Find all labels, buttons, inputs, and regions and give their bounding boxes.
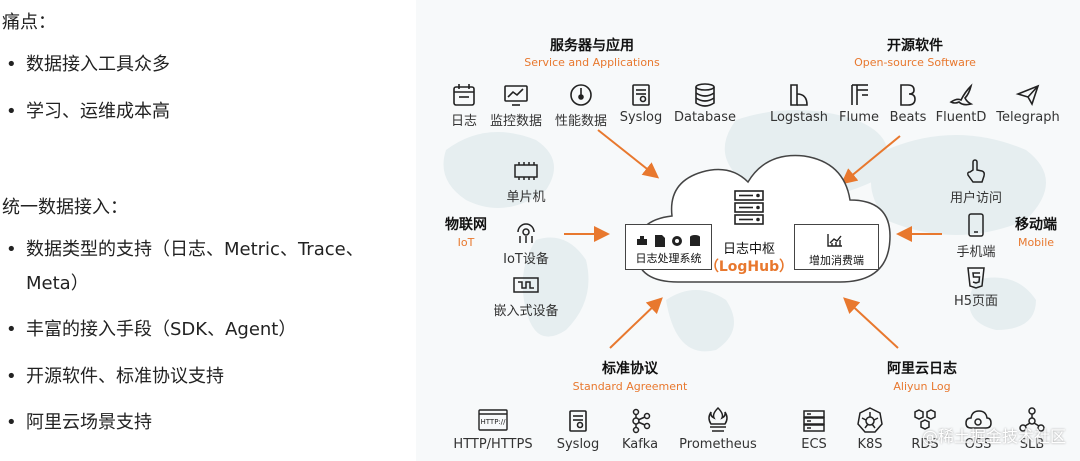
aliyun-item-label: K8S — [857, 437, 883, 452]
arrow-server — [597, 129, 660, 179]
flow-arrows — [564, 129, 942, 349]
opensource-group-subtitle: Open-source Software — [854, 56, 976, 69]
standard-item-label: Kafka — [621, 437, 659, 452]
embedded-icon — [511, 274, 541, 296]
opensource-item-label: FluentD — [935, 110, 987, 125]
phone-icon — [966, 212, 986, 238]
beats-icon — [895, 82, 921, 108]
pain-title: 痛点： — [2, 12, 56, 33]
oss-icon — [964, 406, 992, 434]
html5-icon — [966, 266, 986, 290]
flume-icon — [846, 82, 872, 108]
monitor-icon — [503, 82, 529, 108]
prometheus-icon — [705, 406, 731, 434]
server-item-label: 监控数据 — [489, 114, 543, 129]
aliyun-item-label: RDS — [911, 437, 939, 452]
opensource-item-label: Beats — [889, 110, 927, 125]
gauge-icon — [568, 82, 594, 108]
mobile-item-label: 用户访问 — [949, 191, 1003, 206]
kafka-icon — [627, 408, 653, 434]
mobile-group-subtitle: Mobile — [1017, 236, 1055, 249]
arrow-standard — [609, 297, 663, 349]
center-product: （LogHub） — [704, 259, 794, 275]
standard-item-label: Syslog — [556, 437, 600, 452]
mobile-group-title: 移动端 — [1015, 217, 1057, 233]
arrow-opensource — [840, 135, 901, 185]
click-icon — [964, 158, 988, 184]
center-name: 日志中枢 — [722, 242, 776, 257]
slb-icon — [1018, 406, 1046, 434]
mobile-item-label: H5页面 — [953, 294, 999, 309]
chart-icon — [826, 232, 844, 252]
server-item-label: 性能数据 — [554, 114, 608, 129]
aliyun-group-title: 阿里云日志 — [887, 361, 957, 377]
left-panel: 痛点： •数据接入工具众多 •学习、运维成本高 统一数据接入： •数据类型的支持… — [0, 0, 415, 461]
watermark: @稀土掘金技术社区 — [921, 427, 1066, 446]
process-icons — [635, 233, 703, 252]
standard-item-label: HTTP/HTTPS — [453, 437, 533, 452]
chip-icon — [511, 160, 541, 182]
process-box-label: 日志处理系统 — [635, 252, 702, 265]
server-item-label: Syslog — [619, 110, 663, 125]
aliyun-item-label: SLB — [1019, 437, 1045, 452]
server-item-label: 日志 — [450, 114, 478, 129]
iot-group-subtitle: IoT — [457, 236, 475, 249]
iot-group-title: 物联网 — [445, 217, 487, 233]
mobile-item-label: 手机端 — [956, 245, 996, 260]
syslog-icon — [628, 82, 654, 108]
svg-text:HTTP://: HTTP:// — [481, 418, 507, 426]
http-icon: HTTP:// — [477, 408, 509, 432]
ecs-icon — [801, 408, 827, 434]
arrow-aliyun — [843, 297, 899, 349]
iot-item-label: IoT设备 — [503, 252, 549, 267]
standard-group-title: 标准协议 — [602, 361, 658, 377]
rds-icon — [911, 406, 939, 434]
opensource-item-label: Flume — [839, 110, 879, 125]
logstash-icon — [786, 82, 812, 108]
iot-item-label: 嵌入式设备 — [493, 304, 559, 319]
iot-device-icon — [512, 218, 540, 246]
opensource-item-label: Telegraph — [996, 110, 1060, 125]
syslog-icon — [565, 408, 591, 434]
fluentd-icon — [948, 82, 974, 108]
aliyun-group-subtitle: Aliyun Log — [893, 380, 951, 393]
opensource-group-title: 开源软件 — [887, 38, 943, 54]
aliyun-item-label: ECS — [801, 437, 827, 452]
aliyun-item-label: OSS — [964, 437, 992, 452]
server-item-label: Database — [673, 110, 737, 125]
standard-item-label: Prometheus — [679, 437, 757, 452]
consumer-box: 增加消费端 — [794, 224, 879, 270]
server-group-title: 服务器与应用 — [550, 38, 634, 54]
iot-item-label: 单片机 — [506, 190, 546, 205]
consumer-box-label: 增加消费端 — [809, 254, 864, 267]
database-icon — [692, 82, 718, 108]
telegraph-icon — [1015, 82, 1041, 108]
calendar-icon — [451, 82, 477, 108]
opensource-item-label: Logstash — [769, 110, 829, 125]
server-rack-icon — [729, 188, 769, 228]
process-system-box: 日志处理系统 — [625, 224, 712, 270]
standard-group-subtitle: Standard Agreement — [572, 380, 688, 393]
k8s-icon — [856, 406, 884, 434]
unified-title: 统一数据接入： — [2, 197, 128, 218]
server-group-subtitle: Service and Applications — [524, 56, 660, 69]
diagram-panel: 服务器与应用 Service and Applications 日志 监控数据 … — [416, 0, 1080, 461]
